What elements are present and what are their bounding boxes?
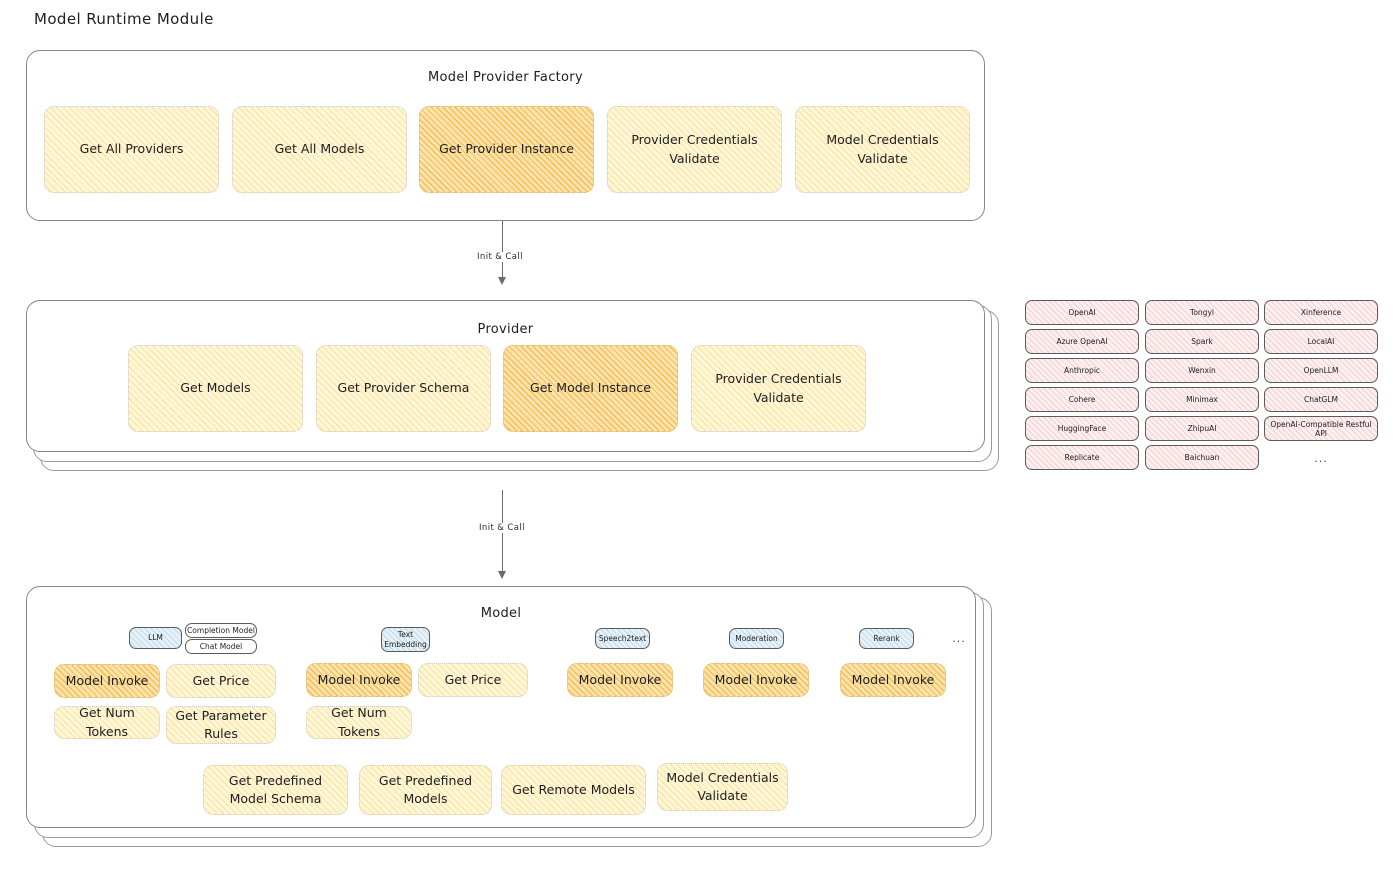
provider-chip-huggingface[interactable]: HuggingFace (1025, 416, 1139, 441)
model-group-badge-text-embedding[interactable]: Text Embedding (381, 627, 430, 652)
model-common-node-get-predefined-models[interactable]: Get Predefined Models (359, 765, 492, 815)
model-node-text-embedding-get-num-tokens[interactable]: Get Num Tokens (306, 705, 412, 739)
provider-chip-zhipuai[interactable]: ZhipuAI (1145, 416, 1259, 441)
provider-chip-openllm[interactable]: OpenLLM (1264, 358, 1378, 383)
provider-chip-tongyi[interactable]: Tongyi (1145, 300, 1259, 325)
provider-node-get-model-instance[interactable]: Get Model Instance (503, 345, 678, 432)
provider-title: Provider (477, 322, 534, 337)
arrow-provider-to-model-head (498, 571, 506, 579)
provider-chip-cohere[interactable]: Cohere (1025, 387, 1139, 412)
model-groups-more: ... (952, 631, 966, 645)
provider-node-get-models[interactable]: Get Models (128, 345, 303, 432)
provider-chip-minimax[interactable]: Minimax (1145, 387, 1259, 412)
model-group-badge-moderation[interactable]: Moderation (729, 628, 784, 649)
model-group-badge-speech2text[interactable]: Speech2text (595, 628, 650, 649)
provider-node-provider-credentials-validate[interactable]: Provider Credentials Validate (691, 345, 866, 432)
provider-node-get-provider-schema[interactable]: Get Provider Schema (316, 345, 491, 432)
model-group-subbadge-chat-model[interactable]: Chat Model (185, 639, 257, 654)
model-group-subbadge-completion-model[interactable]: Completion Model (185, 623, 257, 638)
arrow-factory-to-provider-line (502, 221, 503, 281)
provider-chip-more: ... (1314, 451, 1328, 465)
model-node-speech2text-model-invoke[interactable]: Model Invoke (567, 663, 673, 697)
provider-chip-azure-openai[interactable]: Azure OpenAI (1025, 329, 1139, 354)
provider-chip-baichuan[interactable]: Baichuan (1145, 445, 1259, 470)
factory-node-get-all-models[interactable]: Get All Models (232, 106, 407, 193)
provider-chip-xinference[interactable]: Xinference (1264, 300, 1378, 325)
provider-chip-chatglm[interactable]: ChatGLM (1264, 387, 1378, 412)
factory-node-get-all-providers[interactable]: Get All Providers (44, 106, 219, 193)
model-node-llm-get-num-tokens[interactable]: Get Num Tokens (54, 705, 160, 739)
arrow-provider-to-model-label: Init & Call (476, 523, 528, 533)
model-node-llm-model-invoke[interactable]: Model Invoke (54, 664, 160, 698)
model-common-node-get-remote-models[interactable]: Get Remote Models (501, 765, 646, 815)
model-node-rerank-model-invoke[interactable]: Model Invoke (840, 663, 946, 697)
factory-node-provider-credentials-validate[interactable]: Provider Credentials Validate (607, 106, 782, 193)
page-title: Model Runtime Module (34, 10, 214, 28)
factory-node-get-provider-instance[interactable]: Get Provider Instance (419, 106, 594, 193)
provider-chip-spark[interactable]: Spark (1145, 329, 1259, 354)
model-node-llm-get-price[interactable]: Get Price (166, 664, 276, 698)
model-node-text-embedding-model-invoke[interactable]: Model Invoke (306, 663, 412, 697)
model-group-badge-llm[interactable]: LLM (129, 627, 182, 649)
provider-chip-localai[interactable]: LocalAI (1264, 329, 1378, 354)
model-title: Model (480, 606, 522, 621)
arrow-factory-to-provider-label: Init & Call (474, 252, 526, 262)
provider-chip-wenxin[interactable]: Wenxin (1145, 358, 1259, 383)
provider-chip-openai[interactable]: OpenAI (1025, 300, 1139, 325)
model-common-node-model-credentials-validate[interactable]: Model Credentials Validate (657, 763, 788, 811)
arrow-factory-to-provider-head (498, 277, 506, 285)
model-group-badge-rerank[interactable]: Rerank (859, 628, 914, 649)
factory-node-model-credentials-validate[interactable]: Model Credentials Validate (795, 106, 970, 193)
provider-chip-replicate[interactable]: Replicate (1025, 445, 1139, 470)
model-provider-factory-title: Model Provider Factory (428, 70, 583, 85)
model-node-moderation-model-invoke[interactable]: Model Invoke (703, 663, 809, 697)
model-node-llm-get-parameter-rules[interactable]: Get Parameter Rules (166, 706, 276, 744)
model-node-text-embedding-get-price[interactable]: Get Price (418, 663, 528, 697)
provider-chip-openai-compatible-restful-api[interactable]: OpenAI-Compatible Restful API (1264, 416, 1378, 441)
provider-chip-anthropic[interactable]: Anthropic (1025, 358, 1139, 383)
model-common-node-get-predefined-model-schema[interactable]: Get Predefined Model Schema (203, 765, 348, 815)
